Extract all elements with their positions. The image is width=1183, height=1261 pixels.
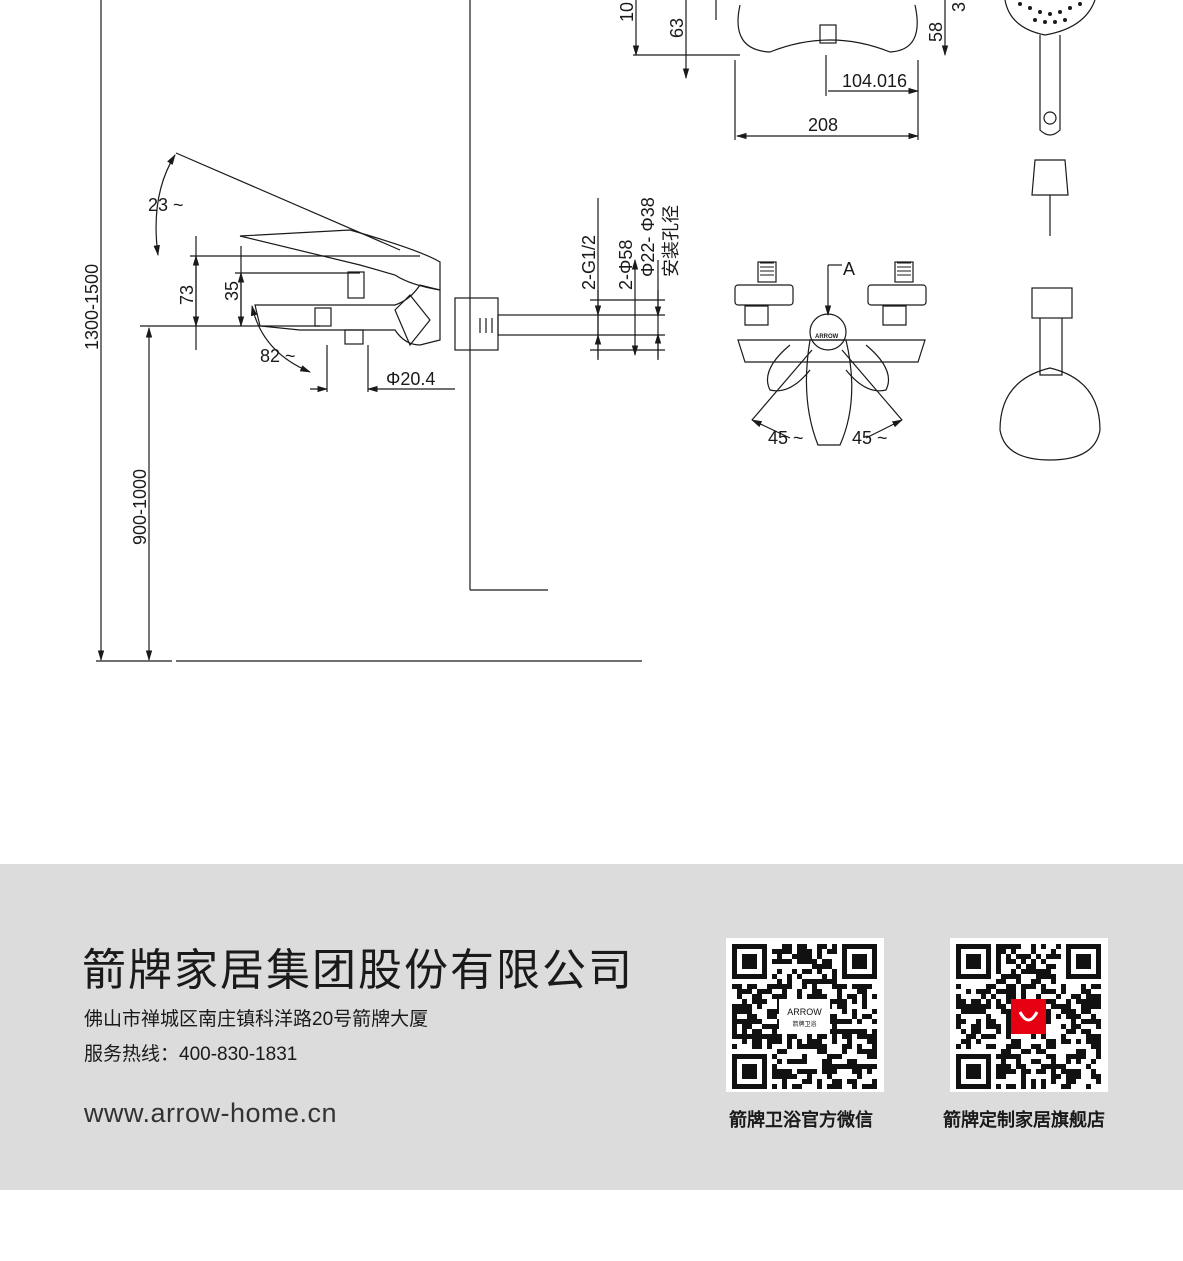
technical-drawing: 1300-1500 900-1000 23 ~ 73 35 82 ~ Φ20.4… — [82, 0, 1101, 662]
label-spout-angle: 82 ~ — [260, 346, 296, 366]
label-width-104: 104.016 — [842, 71, 907, 91]
label-top-58: 58 — [926, 22, 946, 42]
qr-logo-text: ARROW — [787, 1007, 822, 1017]
wechat-qr-caption: 箭牌卫浴官方微信 — [729, 1110, 873, 1130]
label-spout-height: 900-1000 — [130, 469, 150, 545]
company-name: 箭牌家居集团股份有限公司 — [82, 946, 634, 995]
qr-code-image — [956, 944, 1101, 1089]
label-top-10: 10 — [617, 2, 637, 22]
faucet-top-body — [737, 4, 918, 53]
label-73: 73 — [177, 285, 197, 305]
store-qr-caption: 箭牌定制家居旗舰店 — [943, 1110, 1105, 1130]
label-spout-diameter: Φ20.4 — [386, 369, 435, 389]
brand-mark: ARROW — [815, 334, 839, 340]
label-35: 35 — [222, 281, 242, 301]
company-address: 佛山市禅城区南庄镇科洋路20号箭牌大厦 — [84, 1009, 429, 1030]
label-marker-a: A — [843, 259, 855, 279]
label-top-63: 63 — [667, 18, 687, 38]
label-hole-range: Φ22- Φ38 — [638, 197, 658, 277]
label-rotation-left: 45 ~ — [768, 428, 804, 448]
label-hole-text: 安装孔径 — [661, 205, 681, 277]
label-width-208: 208 — [808, 115, 838, 135]
website-link[interactable]: www.arrow-home.cn — [84, 1098, 338, 1128]
label-thread: 2-G1/2 — [579, 235, 599, 290]
label-flange: 2-Φ58 — [616, 240, 636, 290]
wechat-qr-code[interactable]: ARROW 箭牌卫浴 — [726, 938, 884, 1092]
label-rotation-right: 45 ~ — [852, 428, 888, 448]
label-handle-angle: 23 ~ — [148, 195, 184, 215]
store-qr-code[interactable] — [950, 938, 1108, 1092]
service-hotline: 服务热线：400-830-1831 — [84, 1044, 298, 1065]
faucet-front-view — [734, 261, 927, 446]
faucet-handle-side — [239, 229, 441, 291]
label-install-height: 1300-1500 — [82, 264, 102, 350]
hand-shower-view — [999, 0, 1101, 461]
company-footer: 箭牌家居集团股份有限公司 佛山市禅城区南庄镇科洋路20号箭牌大厦 服务热线：40… — [0, 864, 1183, 1190]
qr-code-image: ARROW 箭牌卫浴 — [732, 944, 877, 1089]
shop-smile-icon — [1018, 1011, 1039, 1022]
label-top-3: 3 — [949, 2, 969, 12]
qr-logo-subtext: 箭牌卫浴 — [792, 1020, 816, 1028]
